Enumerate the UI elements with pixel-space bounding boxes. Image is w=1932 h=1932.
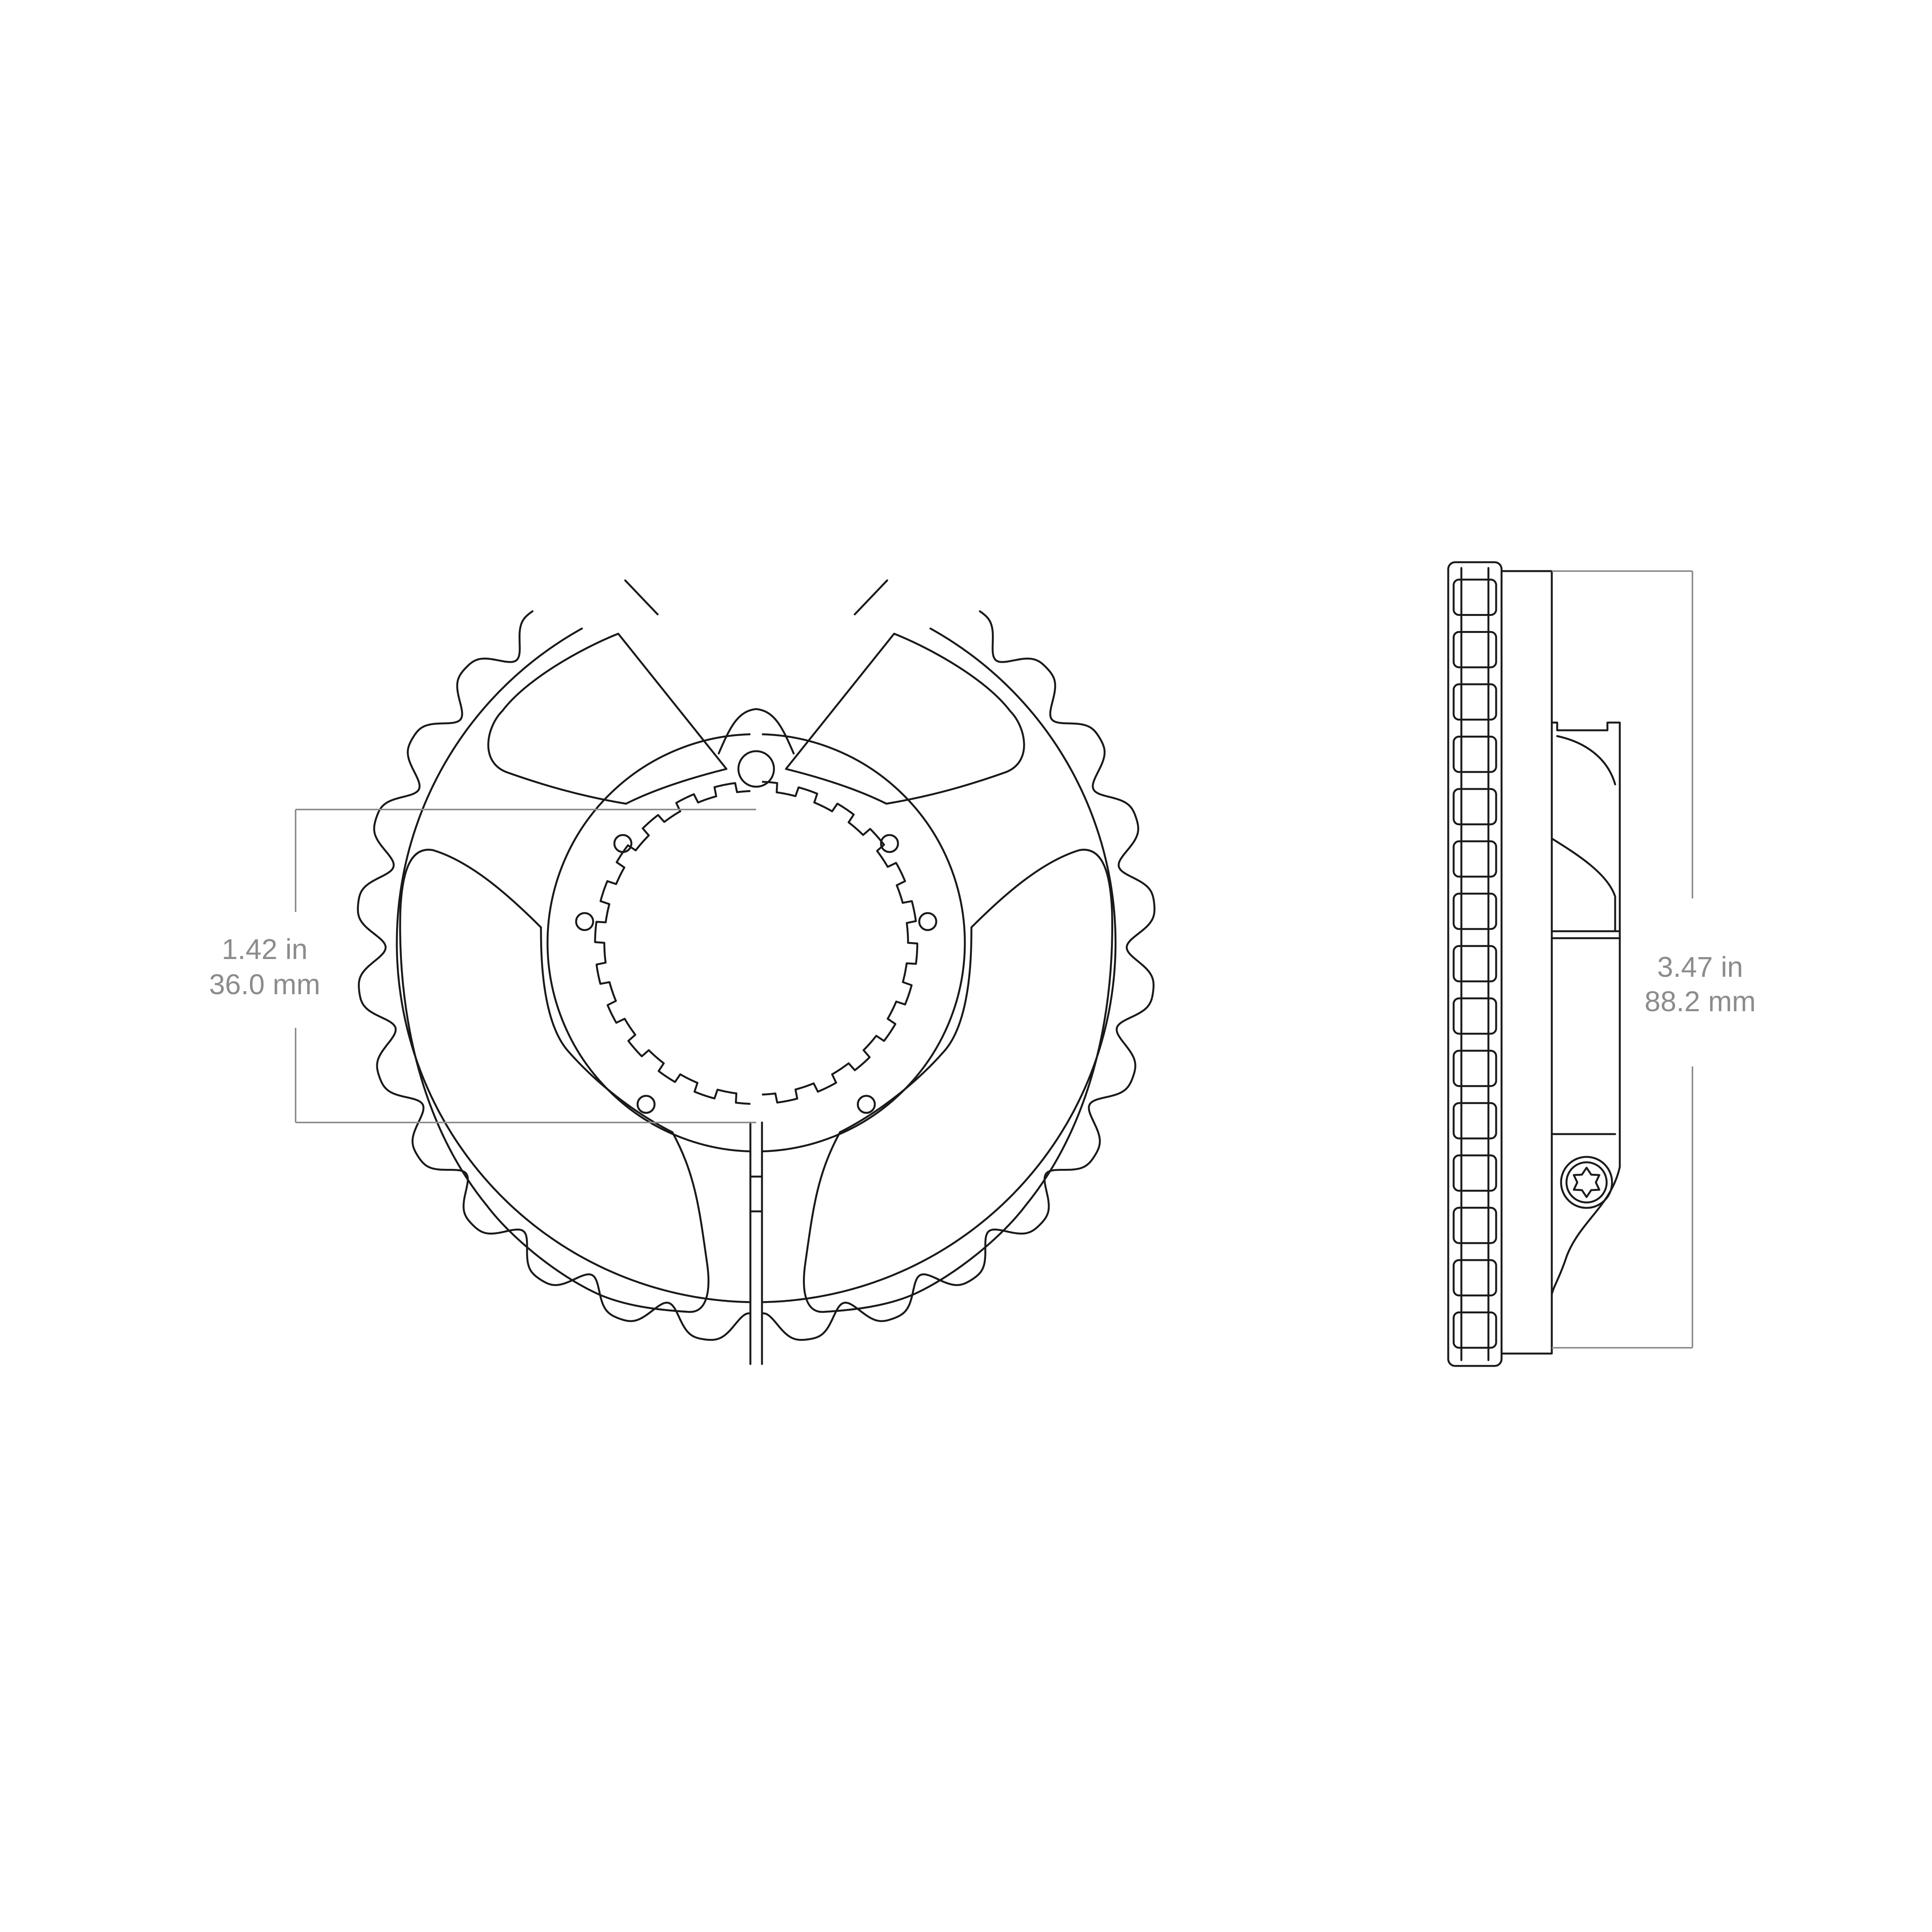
window-top-left (487, 633, 728, 805)
hub-plate (1500, 570, 1553, 1355)
window-right (803, 849, 1113, 1313)
inner-rim-edge (396, 628, 750, 1303)
bore-dimension-imperial: 1.42 in (222, 933, 308, 965)
splined-bore (762, 781, 918, 1104)
bolt-hole (613, 834, 633, 853)
chain-tooth (1452, 1102, 1497, 1139)
bolt-hole (880, 834, 899, 853)
outer-toothed-rim (762, 610, 1156, 1341)
side-view-sprocket (1447, 561, 1621, 1367)
bolt-hole (857, 1095, 876, 1114)
chain-tooth (1452, 1154, 1497, 1192)
chain-tooth (1452, 1049, 1497, 1087)
window-left (399, 849, 709, 1313)
outer-toothed-rim (357, 610, 750, 1341)
sprocket-right-half (762, 610, 1156, 1341)
front-view-sprocket (357, 579, 1156, 1365)
chain-tooth (1452, 1311, 1497, 1349)
bolt-hole (575, 912, 594, 931)
lug-hole (737, 750, 775, 788)
height-dimension-metric: 88.2 mm (1645, 985, 1756, 1017)
hub-outer-edge (762, 733, 966, 1153)
chain-tooth (1452, 1207, 1497, 1244)
clamp-body (1551, 721, 1621, 1296)
clamp-profile (1551, 837, 1616, 932)
top-lug (718, 708, 795, 755)
splined-bore (594, 782, 750, 1105)
chain-rim (1447, 561, 1503, 1367)
chain-tooth (1452, 945, 1497, 983)
height-dimension-imperial: 3.47 in (1657, 951, 1743, 983)
torx-bolt-ring (1565, 1161, 1608, 1204)
height-dimension (1552, 570, 1693, 1349)
chain-tooth (1452, 578, 1497, 616)
chain-teeth (1452, 578, 1497, 1349)
chain-tooth (1452, 997, 1497, 1035)
chain-tooth (1452, 631, 1497, 668)
bolt-hole (636, 1095, 656, 1114)
sprocket-left-half (357, 610, 750, 1341)
bore-dimension-metric: 36.0 mm (209, 968, 320, 1000)
chain-tooth (1452, 735, 1497, 773)
window-top-right (785, 633, 1025, 805)
hub-outer-edge (546, 733, 750, 1153)
inner-rim-edge (762, 628, 1117, 1303)
chain-tooth (1452, 1259, 1497, 1297)
chain-tooth (1452, 683, 1497, 721)
rim-end-right (854, 579, 888, 616)
bolt-hole (918, 912, 937, 931)
chain-tooth (1452, 893, 1497, 930)
chain-tooth (1452, 840, 1497, 878)
clamp-inner-edge (1556, 735, 1616, 786)
rim-end-left (624, 579, 659, 616)
bore-dimension (295, 809, 756, 1123)
torx-bolt-head (1560, 1156, 1613, 1209)
chain-tooth (1452, 788, 1497, 825)
torx-star-icon (1573, 1167, 1600, 1198)
